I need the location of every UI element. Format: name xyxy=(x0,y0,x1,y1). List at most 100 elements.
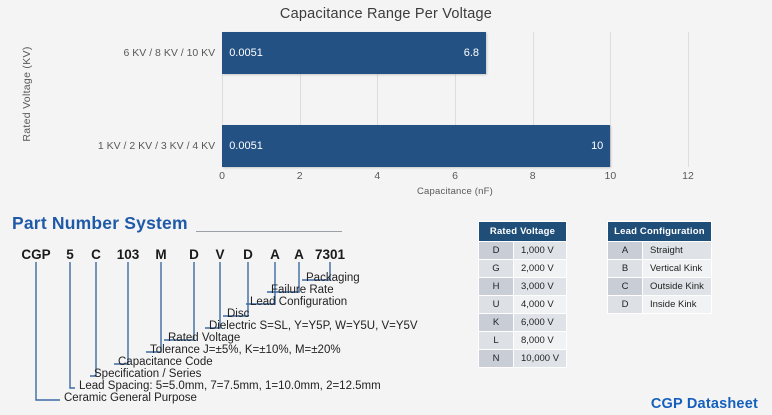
rated-voltage-table-header: Rated Voltage xyxy=(477,221,568,242)
chart-x-tick-label: 12 xyxy=(682,170,694,182)
table-cell-code: U xyxy=(478,295,514,314)
chart-x-axis-title: Capacitance (nF) xyxy=(416,186,494,197)
chart-gridline xyxy=(299,32,301,167)
part-number-description: Failure Rate xyxy=(271,284,334,296)
table-cell-value: 4,000 V xyxy=(512,295,568,314)
part-number-segment: D xyxy=(189,247,199,262)
part-number-leader-lines xyxy=(35,262,331,401)
leader-line xyxy=(35,262,60,401)
table-cell-code: N xyxy=(478,349,514,368)
heading-divider xyxy=(196,231,342,232)
leader-line xyxy=(205,262,221,329)
chart-x-tick-label: 10 xyxy=(604,170,617,182)
chart-gridline xyxy=(455,32,456,167)
chart-category-label: 1 KV / 2 KV / 3 KV / 4 KV xyxy=(97,140,216,152)
part-number-segment: 103 xyxy=(116,247,140,262)
table-cell-code: H xyxy=(478,277,514,296)
part-number-segment: M xyxy=(155,247,167,262)
table-cell-code: G xyxy=(478,259,514,278)
part-number-segment: V xyxy=(215,247,225,262)
table-cell-value: 2,000 V xyxy=(512,259,568,278)
part-number-description: Rated Voltage xyxy=(168,332,241,344)
part-number-segment: A xyxy=(294,247,304,262)
chart-title: Capacitance Range Per Voltage xyxy=(279,6,493,22)
table-cell-value: Outside Kink xyxy=(642,277,712,296)
part-number-description: Disc xyxy=(227,308,250,320)
part-number-description: Ceramic General Purpose xyxy=(64,392,197,404)
table-cell-value: Vertical Kink xyxy=(642,259,712,278)
chart-gridline xyxy=(222,32,223,167)
table-cell-value: 3,000 V xyxy=(512,277,568,296)
leader-line xyxy=(246,262,276,305)
part-number-description: Specification / Series xyxy=(94,368,202,380)
part-number-system-heading: Part Number System xyxy=(12,213,188,233)
part-number-description: Lead Spacing: 5=5.0mm, 7=7.5mm, 1=10.0mm… xyxy=(79,380,381,392)
chart-x-tick-label: 4 xyxy=(374,170,381,182)
chart-y-axis-title: Rated Voltage (KV) xyxy=(21,46,33,142)
chart-gridline xyxy=(610,32,612,167)
part-number-description: Capacitance Code xyxy=(118,356,213,368)
table-cell-code: L xyxy=(478,331,514,350)
chart-bar: 1 KV / 2 KV / 3 KV / 4 KV 0.0051 10 xyxy=(98,125,611,167)
part-number-segment: 7301 xyxy=(314,247,346,262)
part-number-description: Tolerance J=±5%, K=±10%, M=±20% xyxy=(150,344,341,356)
table-cell-code: D xyxy=(607,295,643,314)
chart-gridline xyxy=(377,32,379,167)
table-cell-value: 8,000 V xyxy=(512,331,568,350)
table-cell-code: D xyxy=(478,241,514,260)
leader-line xyxy=(114,262,129,365)
chart-x-tick-label: 0 xyxy=(219,170,225,182)
chart-x-tick-label: 6 xyxy=(452,170,458,182)
leader-line xyxy=(69,262,75,389)
chart-bar-min-value: 0.0051 xyxy=(229,47,263,59)
table-cell-value: 1,000 V xyxy=(512,241,568,260)
leader-line xyxy=(302,262,331,281)
part-number-segment: C xyxy=(91,247,101,262)
leader-line xyxy=(267,262,300,293)
part-number-segment: 5 xyxy=(66,247,74,262)
chart-bar: 6 KV / 8 KV / 10 KV 0.0051 6.8 xyxy=(124,32,487,74)
part-number-segment: CGP xyxy=(21,247,51,262)
leader-line xyxy=(164,262,195,341)
leader-line xyxy=(90,262,97,377)
table-cell-code: C xyxy=(607,277,643,296)
leader-line xyxy=(146,262,162,353)
chart-plot-area: 0 2 4 6 8 10 12 6 KV / 8 KV / 10 KV 0.0051 6.8 1 K… xyxy=(98,32,694,182)
chart-bar-max-value: 6.8 xyxy=(463,47,480,59)
part-number-segment: D xyxy=(243,247,253,262)
table-cell-code: B xyxy=(607,259,643,278)
part-number-description: Lead Configuration xyxy=(250,296,348,308)
chart-category-label: 6 KV / 8 KV / 10 KV xyxy=(123,47,216,59)
chart-x-tick-label: 8 xyxy=(529,170,536,182)
capacitance-chart-panel: Capacitance Range Per Voltage Rated Volt… xyxy=(21,6,694,197)
chart-gridline xyxy=(688,32,689,167)
chart-gridline xyxy=(532,32,534,167)
chart-x-tick-label: 2 xyxy=(296,170,303,182)
table-cell-value: Inside Kink xyxy=(642,295,712,314)
table-cell-code: K xyxy=(478,313,514,332)
table-cell-value: 6,000 V xyxy=(512,313,568,332)
part-number-segment: A xyxy=(270,247,280,262)
part-number-description: Dielectric S=SL, Y=Y5P, W=Y5U, V=Y5V xyxy=(209,320,418,332)
chart-bar-max-value: 10 xyxy=(591,140,604,152)
cgp-datasheet-link[interactable]: CGP Datasheet xyxy=(650,396,758,412)
table-cell-value: 10,000 V xyxy=(512,349,568,368)
chart-bar-min-value: 0.0051 xyxy=(229,140,263,152)
part-number-description: Packaging xyxy=(306,272,360,284)
